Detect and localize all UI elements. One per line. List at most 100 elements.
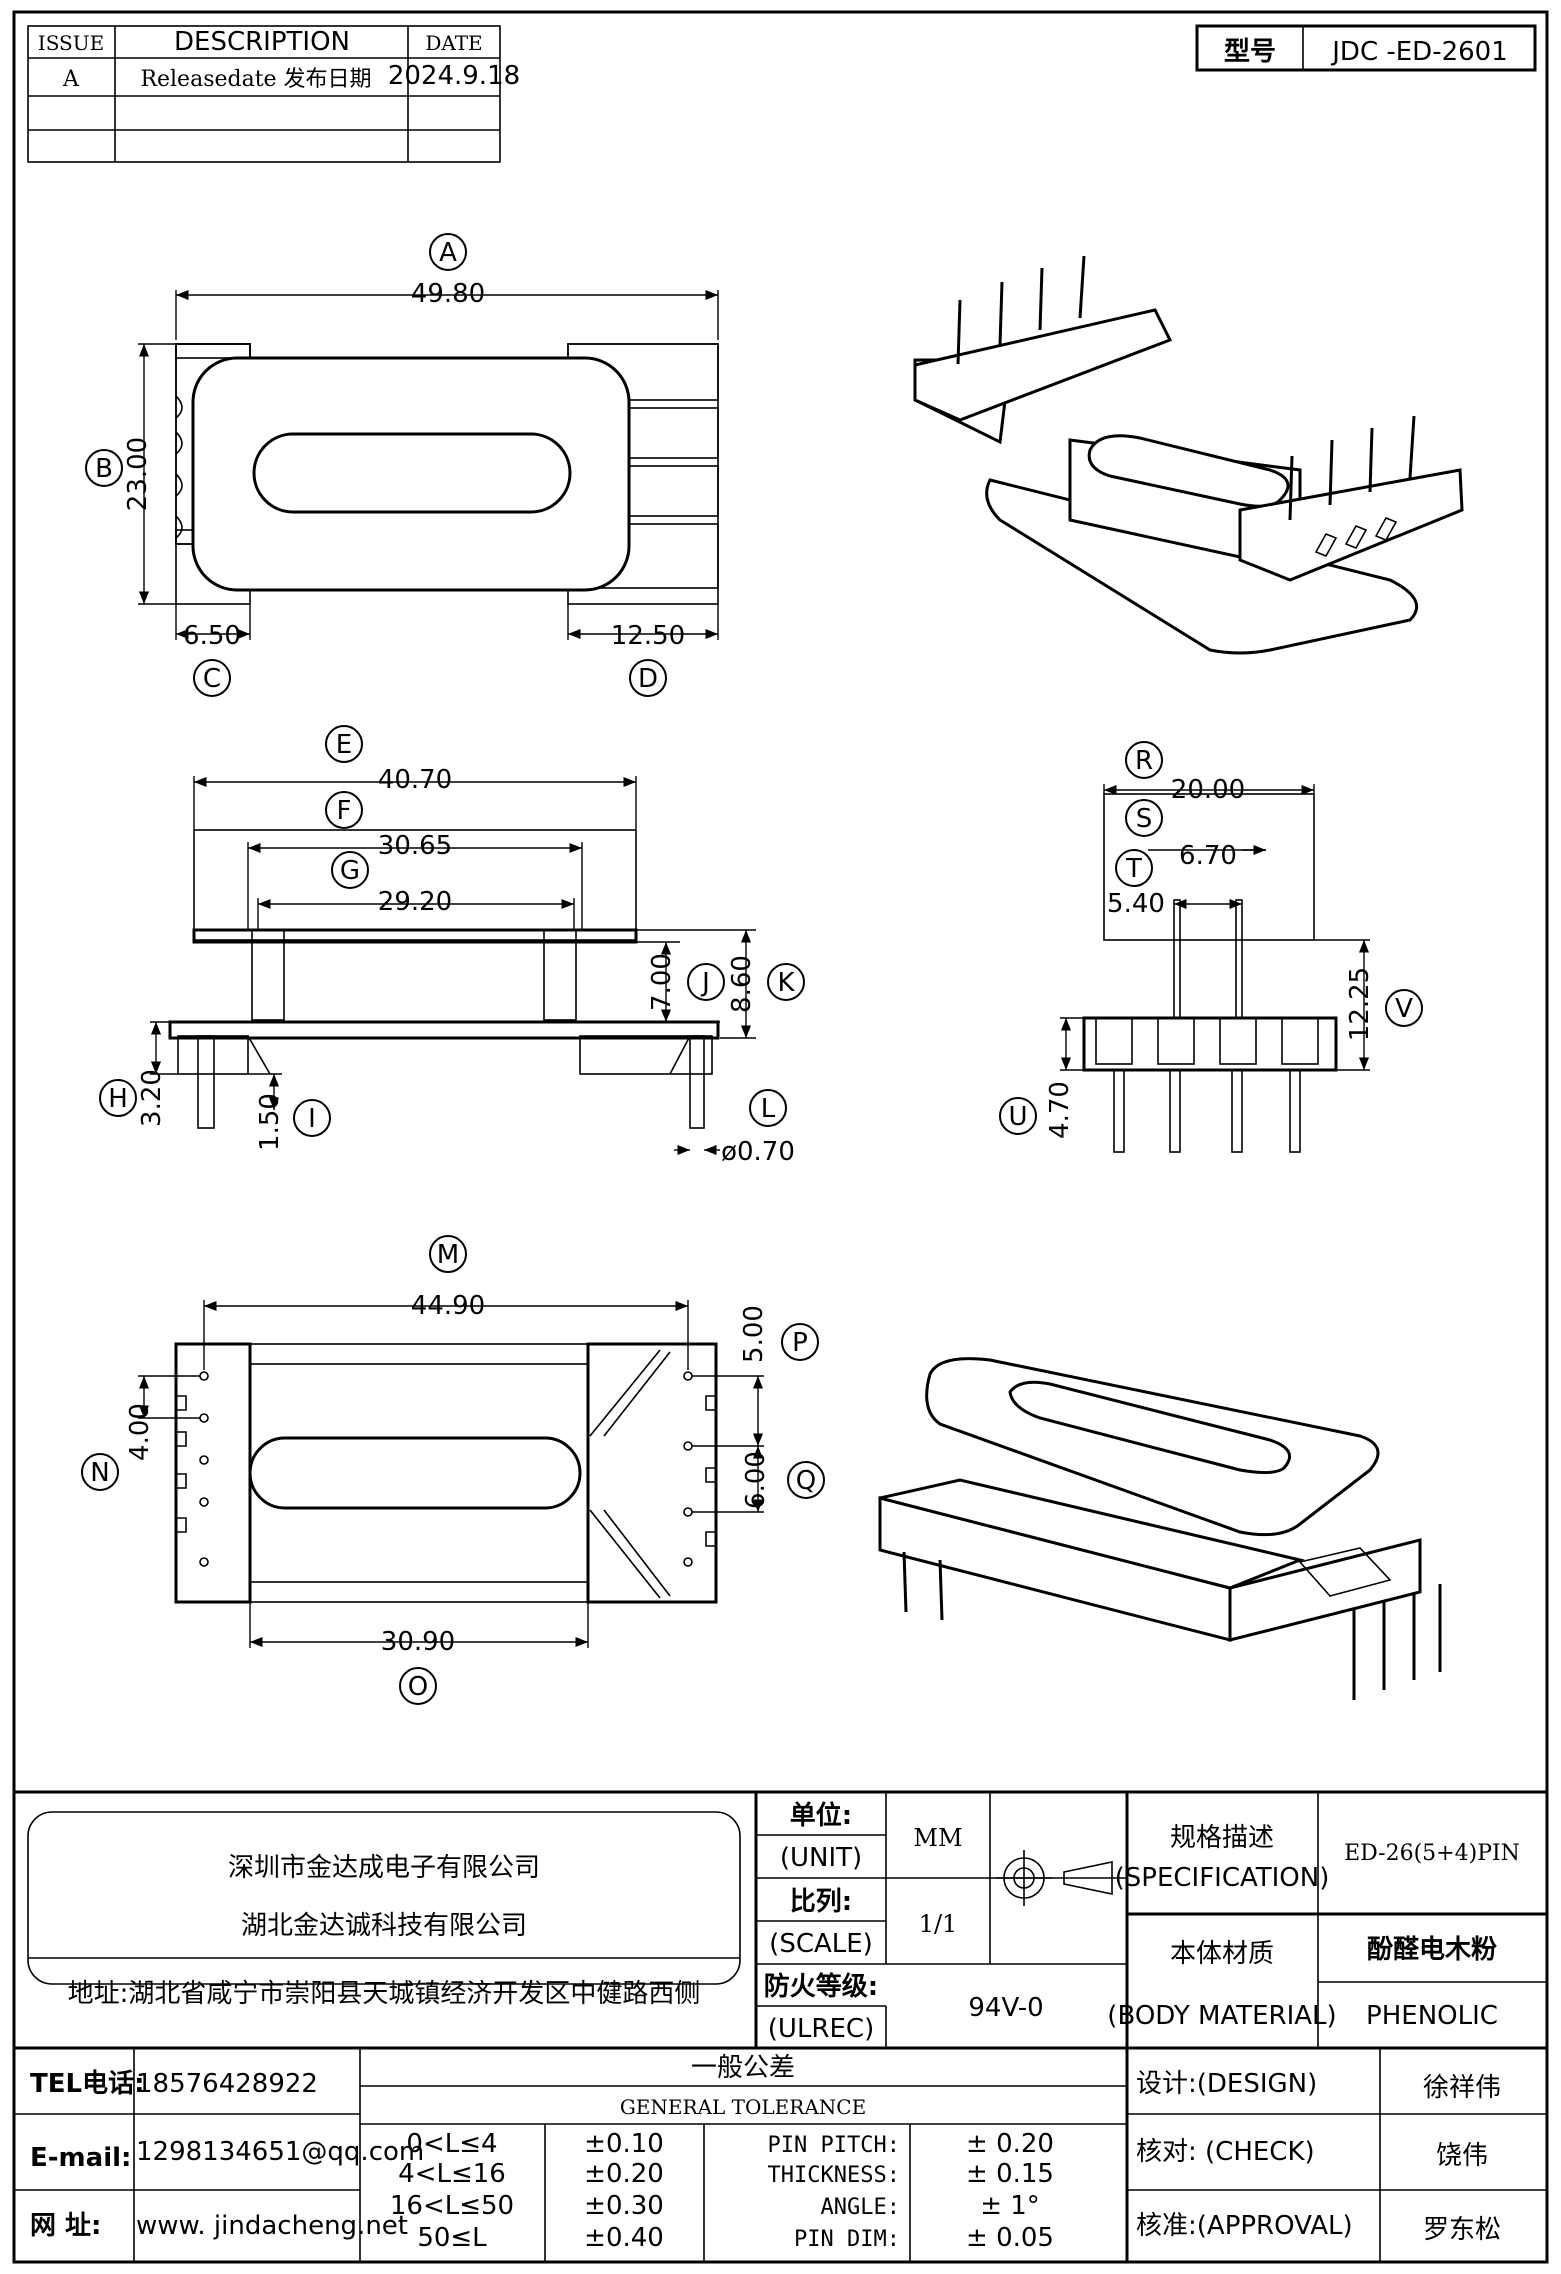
title-block: [12, 1790, 1549, 2264]
svg-text:A: A: [439, 238, 457, 268]
svg-text:I: I: [308, 1104, 316, 1134]
pin-pitch-tol: ± 0.20: [966, 2129, 1054, 2159]
tolerance-value-1: ±0.10: [584, 2129, 664, 2159]
model-label: 型号: [1224, 37, 1276, 67]
scale-value: 1/1: [919, 1910, 958, 1938]
pin-pitch-label: PIN PITCH:: [768, 2133, 900, 2158]
dim-G-value: 29.20: [378, 887, 452, 917]
pin-dim-tol: ± 0.05: [966, 2223, 1054, 2253]
dim-E-value: 40.70: [378, 765, 452, 795]
top-view: 49.80 23.00 6.50 12.50 A B C D: [85, 233, 719, 697]
revision-description-a: Releasedate 发布日期: [140, 67, 371, 92]
revision-table: ISSUE DESCRIPTION DATE A Releasedate 发布日…: [27, 25, 520, 163]
tolerance-range-3: 16<L≤50: [390, 2191, 514, 2221]
angle-label: ANGLE:: [821, 2195, 900, 2220]
company-name-2: 湖北金达诚科技有限公司: [241, 1911, 527, 1941]
spec-label-cn: 规格描述: [1170, 1823, 1274, 1853]
svg-text:C: C: [203, 664, 221, 694]
svg-text:Q: Q: [796, 1466, 816, 1496]
material-value-en: PHENOLIC: [1366, 2001, 1498, 2031]
spec-label-en: (SPECIFICATION): [1115, 1863, 1330, 1893]
isometric-view-top: [913, 255, 1464, 655]
check-label: 核对: (CHECK): [1136, 2137, 1315, 2167]
dim-R-value: 20.00: [1171, 775, 1245, 805]
svg-text:J: J: [700, 968, 710, 998]
revision-header-issue: ISSUE: [38, 31, 104, 55]
revision-header-description: DESCRIPTION: [174, 27, 350, 57]
tolerance-range-4: 50≤L: [417, 2223, 487, 2253]
thickness-label: THICKNESS:: [768, 2163, 900, 2188]
svg-text:U: U: [1008, 1102, 1027, 1132]
dim-B-value: 23.00: [123, 437, 153, 511]
tolerance-title-cn: 一般公差: [691, 2053, 795, 2083]
dim-D-value: 12.50: [611, 621, 685, 651]
dim-Q-value: 6.00: [741, 1451, 771, 1509]
tolerance-range-1: 0<L≤4: [406, 2129, 497, 2159]
email-label: E-mail:: [30, 2143, 131, 2173]
dim-H-value: 3.20: [137, 1069, 167, 1127]
revision-date-a: 2024.9.18: [388, 61, 520, 91]
svg-text:S: S: [1136, 804, 1153, 834]
scale-label-en: (SCALE): [769, 1929, 873, 1959]
dim-U-value: 4.70: [1045, 1081, 1075, 1139]
dim-M-value: 44.90: [411, 1291, 485, 1321]
dim-P-value: 5.00: [739, 1305, 769, 1363]
design-signature: 徐祥伟: [1423, 2073, 1501, 2103]
tolerance-value-4: ±0.40: [584, 2223, 664, 2253]
tolerance-range-2: 4<L≤16: [398, 2159, 506, 2189]
isometric-view-bottom: [878, 1357, 1442, 1700]
email-value: 1298134651@qq.com: [136, 2137, 424, 2167]
svg-text:T: T: [1125, 854, 1142, 884]
svg-text:G: G: [340, 856, 360, 886]
unit-value: MM: [913, 1824, 962, 1852]
bottom-view: 44.90 30.90 4.00 5.00 6.00 M N O P Q: [81, 1235, 825, 1705]
svg-text:N: N: [90, 1458, 109, 1488]
dim-V-value: 12.25: [1345, 967, 1375, 1041]
model-value: JDC -ED-2601: [1330, 37, 1508, 67]
svg-text:L: L: [761, 1094, 776, 1124]
fire-value: 94V-0: [968, 1993, 1043, 2023]
svg-text:V: V: [1395, 994, 1413, 1024]
dim-T-value: 5.40: [1107, 889, 1165, 919]
dim-A-value: 49.80: [411, 279, 485, 309]
side-view: 20.00 6.70 5.40 12.25 4.70 R S T V U: [999, 741, 1423, 1153]
svg-text:O: O: [408, 1672, 428, 1702]
scale-label-cn: 比列:: [790, 1887, 852, 1917]
svg-text:B: B: [95, 454, 113, 484]
dim-F-value: 30.65: [378, 831, 452, 861]
revision-issue-a: A: [62, 67, 80, 92]
company-name-1: 深圳市金达成电子有限公司: [228, 1853, 540, 1883]
dim-L-value: ø0.70: [721, 1137, 795, 1167]
svg-text:K: K: [777, 968, 795, 998]
pin-dim-label: PIN DIM:: [794, 2227, 900, 2252]
svg-text:F: F: [337, 796, 352, 826]
dim-I-value: 1.50: [255, 1093, 285, 1151]
revision-header-date: DATE: [425, 31, 482, 55]
web-value: www. jindacheng.net: [136, 2211, 408, 2241]
check-signature: 饶伟: [1436, 2141, 1488, 2171]
tolerance-title-en: GENERAL TOLERANCE: [620, 2095, 866, 2119]
tel-label: TEL电话:: [30, 2069, 144, 2099]
design-label: 设计:(DESIGN): [1136, 2069, 1317, 2099]
approval-label: 核准:(APPROVAL): [1136, 2211, 1353, 2241]
svg-text:M: M: [437, 1240, 459, 1270]
fire-label-en: (ULREC): [768, 2014, 874, 2044]
front-view: 40.70 30.65 29.20 7.00 8.60 3.20 1.50 ø0…: [99, 725, 805, 1167]
dim-O-value: 30.90: [381, 1627, 455, 1657]
tolerance-value-2: ±0.20: [584, 2159, 664, 2189]
spec-value: ED-26(5+4)PIN: [1344, 1841, 1520, 1866]
tel-value: 18576428922: [136, 2069, 318, 2099]
material-value-cn: 酚醛电木粉: [1367, 1935, 1497, 1965]
angle-tol: ± 1°: [980, 2191, 1040, 2221]
material-label-en: (BODY MATERIAL): [1107, 2001, 1336, 2031]
dim-S-value: 6.70: [1179, 841, 1237, 871]
svg-text:D: D: [638, 664, 658, 694]
fire-label-cn: 防火等级:: [764, 1971, 878, 2002]
svg-text:R: R: [1135, 746, 1153, 776]
thickness-tol: ± 0.15: [966, 2159, 1054, 2189]
svg-text:P: P: [792, 1328, 808, 1358]
dim-N-value: 4.00: [125, 1403, 155, 1461]
unit-label-en: (UNIT): [780, 1843, 862, 1873]
dim-C-value: 6.50: [183, 621, 241, 651]
